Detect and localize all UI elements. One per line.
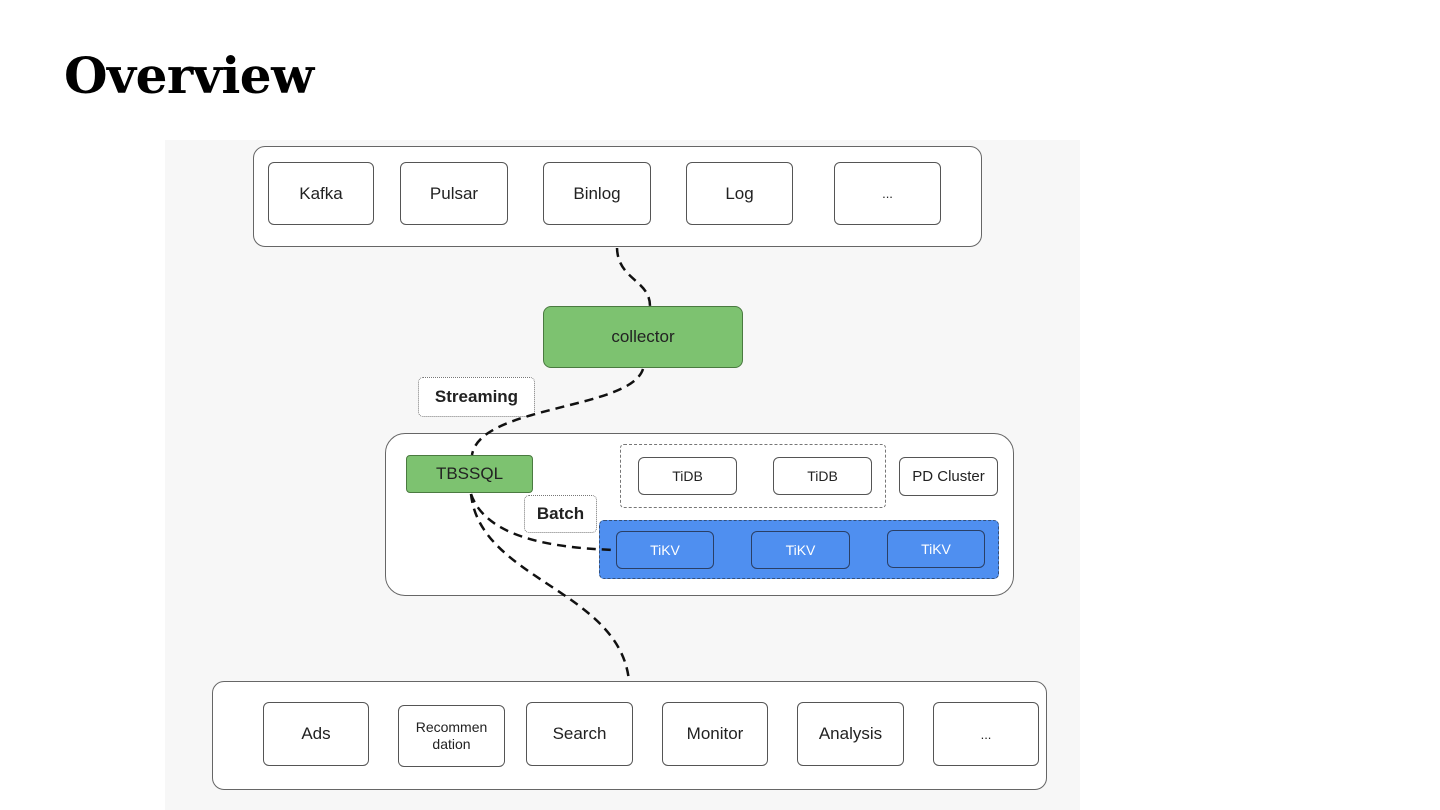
source-more: ... <box>834 162 941 225</box>
tidb-node-1: TiDB <box>638 457 737 495</box>
app-more: ... <box>933 702 1039 766</box>
tidb-node-2: TiDB <box>773 457 872 495</box>
tikv-node-1: TiKV <box>616 531 714 569</box>
batch-label: Batch <box>524 495 597 533</box>
tikv-node-3: TiKV <box>887 530 985 568</box>
source-log: Log <box>686 162 793 225</box>
app-analysis: Analysis <box>797 702 904 766</box>
source-binlog: Binlog <box>543 162 651 225</box>
app-recommendation: Recommen dation <box>398 705 505 767</box>
pd-cluster-node: PD Cluster <box>899 457 998 496</box>
app-search: Search <box>526 702 633 766</box>
source-kafka: Kafka <box>268 162 374 225</box>
app-ads: Ads <box>263 702 369 766</box>
app-monitor: Monitor <box>662 702 768 766</box>
collector-node: collector <box>543 306 743 368</box>
tbssql-node: TBSSQL <box>406 455 533 493</box>
source-pulsar: Pulsar <box>400 162 508 225</box>
tikv-node-2: TiKV <box>751 531 850 569</box>
streaming-label: Streaming <box>418 377 535 417</box>
slide-title: Overview <box>64 46 314 105</box>
